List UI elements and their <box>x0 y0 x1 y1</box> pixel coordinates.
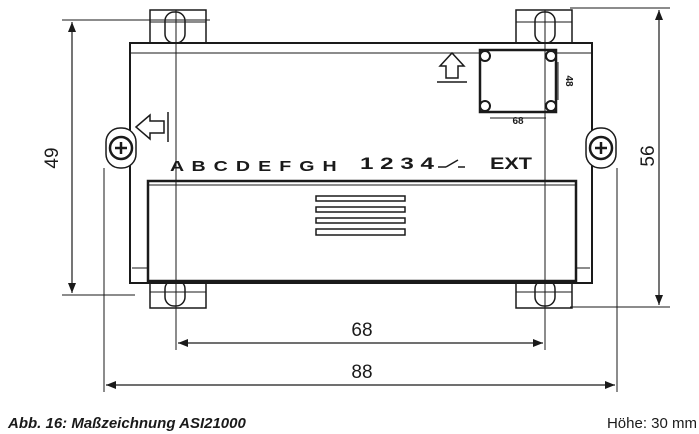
panel-numbers-label: 1 2 3 4 <box>360 154 435 173</box>
top-mounting-tabs <box>149 9 573 44</box>
left-screw <box>105 127 137 169</box>
left-arrow-symbol <box>134 112 169 142</box>
up-arrow-symbol <box>437 51 467 83</box>
panel-letters-label: A B C D E F G H <box>170 158 338 175</box>
dimension-width-inner: 68 <box>351 320 372 341</box>
figure-caption: Abb. 16: Maßzeichnung ASI21000 <box>8 415 246 432</box>
dimension-width-outer: 88 <box>351 362 372 383</box>
switch-icon <box>438 159 465 168</box>
dimension-height-outer: 56 <box>638 145 659 166</box>
ext-label: EXT <box>490 154 533 173</box>
dimension-lines <box>68 9 663 389</box>
hole-spacing-v-label: 48 <box>563 75 574 87</box>
height-note: Höhe: 30 mm <box>606 415 697 432</box>
right-screw <box>585 127 617 169</box>
dimension-height-inner: 49 <box>42 147 63 168</box>
bottom-mounting-tabs <box>149 279 573 309</box>
cover-vent-slots <box>315 195 406 236</box>
hole-spacing-h-label: 68 <box>512 116 524 127</box>
cover-panel <box>146 179 578 283</box>
dimension-drawing: 68 48 A B C D E F G H 1 2 3 4 EXT <box>42 7 670 392</box>
extension-lines <box>62 7 670 392</box>
hole-pattern-diagram: 68 48 <box>478 48 574 127</box>
